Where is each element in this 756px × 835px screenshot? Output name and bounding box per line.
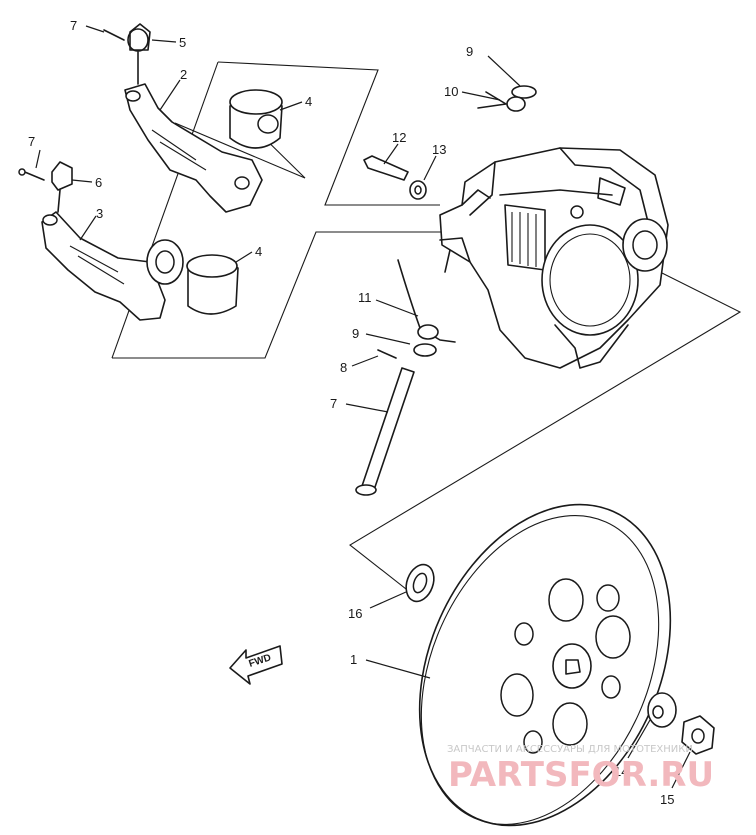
callout-6: 6: [95, 175, 102, 190]
spring-10: [506, 96, 526, 112]
brake-disc: [418, 503, 672, 827]
callout-13: 13: [432, 142, 446, 157]
callout-14: 14: [614, 764, 628, 779]
callout-7: 8: [340, 360, 347, 375]
washer-9-mid: [413, 343, 437, 357]
callout-numbers: 7 5 2 4 7 6 3 4 9 10 12 13 11 9 8 7 16 1…: [28, 18, 674, 807]
brake-arm-upper: [124, 23, 263, 213]
pivot-shaft-8: [361, 367, 415, 491]
callout-12: 12: [392, 130, 406, 145]
callout-7: 7: [28, 134, 35, 149]
brake-pad-lower: [186, 254, 239, 315]
pin-7-top: [103, 29, 125, 41]
callout-4: 4: [305, 94, 312, 109]
watermark-brand: PARTSFOR.RU: [448, 755, 714, 795]
bolt-12: [363, 155, 409, 181]
disc-vent-holes: [500, 578, 631, 754]
callout-4: 4: [255, 244, 262, 259]
callout-9: 9: [466, 44, 473, 59]
callout-3: 3: [96, 206, 103, 221]
callout-5: 5: [179, 35, 186, 50]
callout-leader-lines: [35, 25, 691, 789]
callout-9: 9: [352, 326, 359, 341]
watermark-caption: ЗАПЧАСТИ И АКСЕССУАРЫ ДЛЯ МОТОТЕХНИКИ: [447, 744, 693, 755]
pin-7-lower: [377, 349, 397, 359]
brake-caliper-body: [439, 147, 669, 369]
callout-2: 2: [180, 67, 187, 82]
callout-8: 7: [330, 396, 337, 411]
callout-1: 1: [350, 652, 357, 667]
watermark: ЗАПЧАСТИ И АКСЕССУАРЫ ДЛЯ МОТОТЕХНИКИ PA…: [447, 744, 714, 795]
callout-10: 10: [444, 84, 458, 99]
washer-9-top: [511, 85, 537, 99]
callout-11: 11: [358, 290, 372, 305]
assembly-guide-lines: [111, 61, 742, 601]
small-hardware: [18, 29, 715, 755]
brake-pad-upper: [229, 89, 283, 149]
callout-7: 7: [70, 18, 77, 33]
callout-16: 16: [348, 606, 362, 621]
callout-15: 15: [660, 792, 674, 807]
brake-arm-lower: [41, 161, 184, 321]
forward-direction-arrow: FWD: [229, 645, 283, 685]
